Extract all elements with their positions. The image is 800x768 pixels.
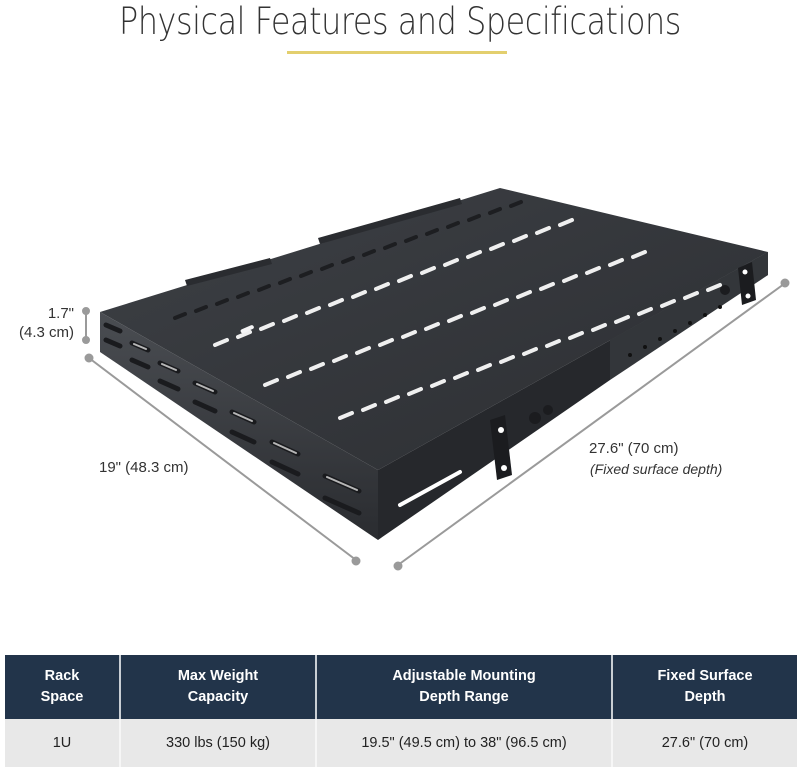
height-metric: (4.3 cm) [18,324,74,341]
depth-dimension-label: 27.6" (70 cm) [589,440,679,457]
cell-mounting-depth: 19.5" (49.5 cm) to 38" (96.5 cm) [315,719,612,767]
width-dimension-label: 19" (48.3 cm) [99,459,189,476]
table-row: 1U 330 lbs (150 kg) 19.5" (49.5 cm) to 3… [5,719,797,767]
height-imperial: 1.7" [47,305,74,322]
cell-rack-space: 1U [5,719,120,767]
height-dimension-label: 1.7" (4.3 cm) [6,304,74,342]
depth-dimension-note: (Fixed surface depth) [590,461,723,477]
title-underline [287,51,507,54]
cell-max-weight: 330 lbs (150 kg) [119,719,316,767]
rack-shelf-image [82,188,790,571]
page-title: Physical Features and Specifications [119,0,681,43]
cell-surface-depth: 27.6" (70 cm) [611,719,797,767]
